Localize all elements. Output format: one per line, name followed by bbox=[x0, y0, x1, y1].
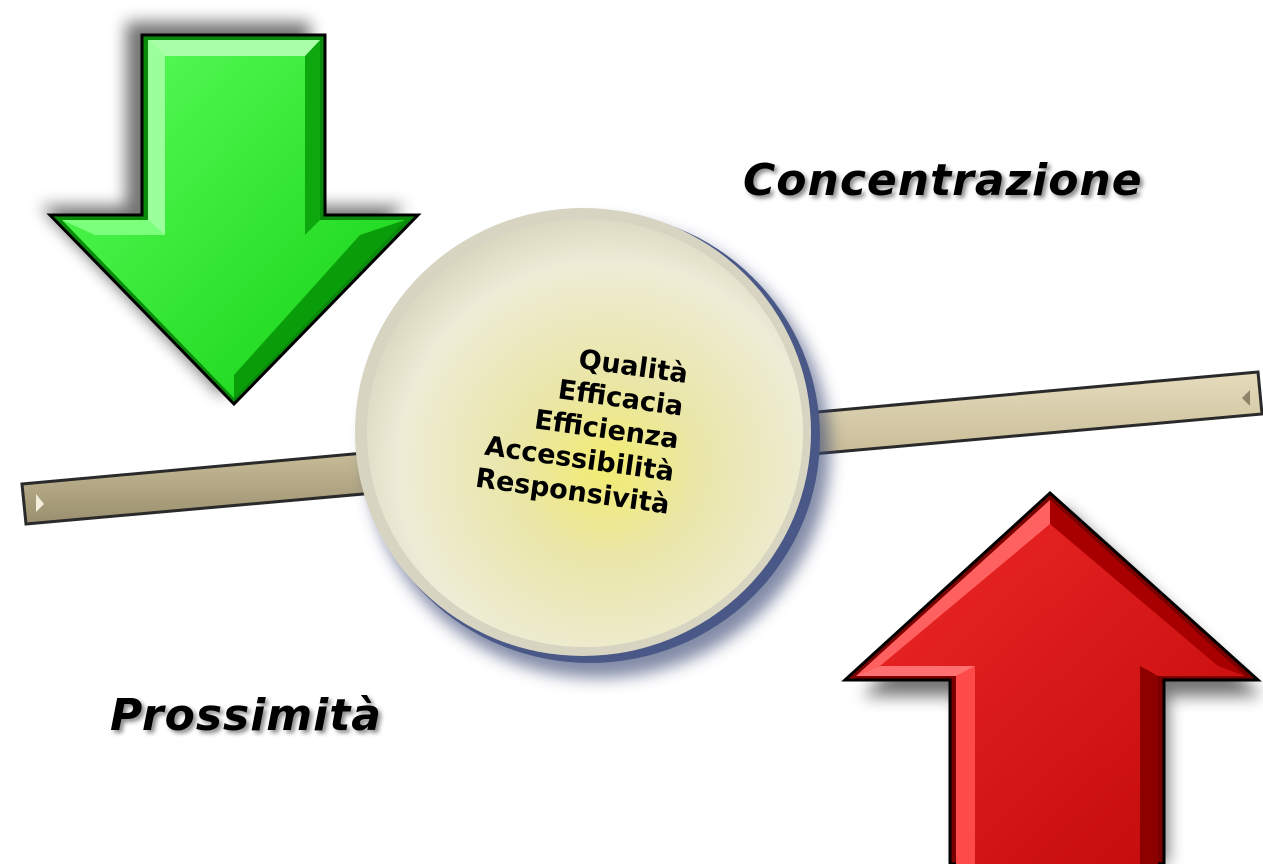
up-arrow-icon bbox=[841, 490, 1262, 864]
center-text-list: Qualità Efficacia Efficienza Accessibili… bbox=[385, 282, 696, 559]
center-disc bbox=[355, 208, 820, 663]
down-arrow-icon bbox=[46, 33, 422, 407]
proximity-label: Prossimità bbox=[110, 690, 382, 741]
concentration-label: Concentrazione bbox=[743, 155, 1143, 206]
